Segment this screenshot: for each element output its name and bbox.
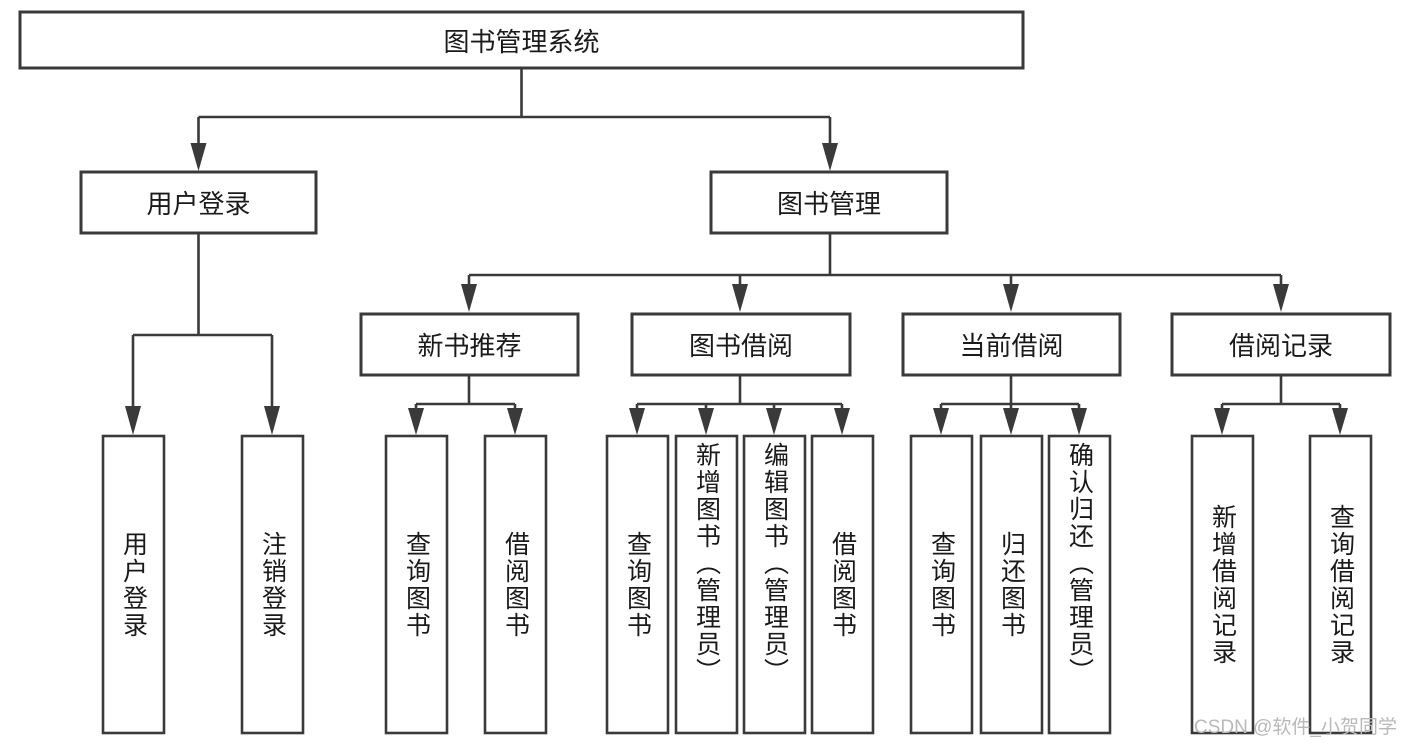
arrowhead-current-borrow [1003, 284, 1019, 312]
arrowhead-book-manage [822, 143, 838, 171]
node-box-current-borrow[interactable] [901, 312, 1122, 377]
node-box-new-book-rec[interactable] [359, 312, 580, 377]
node-box-leaf-confirm-return[interactable] [1047, 434, 1112, 735]
node-box-book-manage[interactable] [709, 170, 949, 235]
node-box-leaf-return-book[interactable] [979, 434, 1044, 735]
node-box-leaf-query-record[interactable] [1308, 434, 1373, 735]
arrowhead-edit-book [766, 408, 782, 435]
node-box-leaf-edit-book[interactable] [742, 434, 807, 735]
arrowhead-confirm-return [1071, 408, 1087, 435]
node-box-root[interactable] [18, 10, 1025, 70]
arrowhead-leaf-user-logout [264, 406, 280, 435]
arrowhead-query-book-1 [408, 408, 424, 435]
arrowhead-new-book-rec [461, 284, 477, 312]
watermark-text: CSDN @软件_小贺同学 [1194, 717, 1397, 738]
arrowhead-user-login [190, 143, 207, 171]
node-box-book-borrow[interactable] [630, 312, 852, 377]
arrowhead-query-book-2 [629, 408, 645, 435]
connectors-root-to-level2 [190, 69, 838, 171]
node-box-leaf-user-login[interactable] [101, 434, 166, 735]
arrowhead-borrow-book-2 [834, 408, 850, 435]
arrowhead-leaf-user-login [125, 406, 141, 435]
node-box-leaf-user-logout[interactable] [240, 434, 305, 735]
arrowhead-add-book [698, 408, 714, 435]
node-box-leaf-add-record[interactable] [1190, 434, 1255, 735]
arrowhead-query-book-3 [933, 408, 949, 435]
arrowhead-return-book [1003, 408, 1019, 435]
arrowhead-add-record [1214, 408, 1230, 435]
node-box-leaf-add-book[interactable] [674, 434, 739, 735]
arrowhead-book-borrow [732, 284, 748, 312]
arrowhead-borrow-record [1273, 284, 1289, 312]
node-box-leaf-borrow-book-1[interactable] [483, 434, 548, 735]
node-box-borrow-record[interactable] [1170, 312, 1392, 377]
node-box-leaf-query-book-3[interactable] [909, 434, 974, 735]
connectors-book-borrow-to-leaves [629, 375, 850, 435]
node-box-leaf-query-book-1[interactable] [384, 434, 449, 735]
connectors-new-book-rec-to-leaves [408, 375, 523, 435]
connectors-book-manage-to-level3 [461, 233, 1289, 312]
connectors-borrow-record-to-leaves [1214, 375, 1348, 435]
connectors-user-login-to-leaves [125, 233, 280, 435]
arrowhead-borrow-book-1 [507, 408, 523, 435]
node-box-user-login[interactable] [79, 170, 318, 235]
node-box-leaf-query-book-2[interactable] [605, 434, 670, 735]
node-box-leaf-borrow-book-2[interactable] [810, 434, 875, 735]
connectors-current-borrow-to-leaves [933, 375, 1087, 435]
arrowhead-query-record [1332, 408, 1348, 435]
